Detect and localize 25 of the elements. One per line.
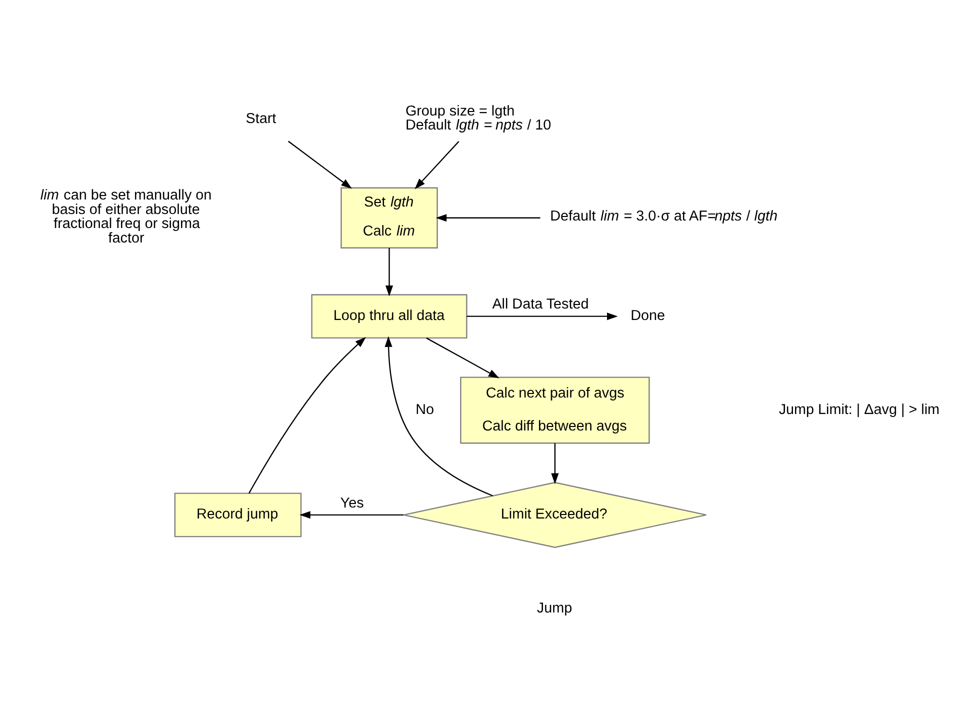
arrow xyxy=(435,214,540,222)
arrow xyxy=(466,312,618,320)
node-box: Loop thru all data xyxy=(310,294,467,339)
arrow xyxy=(550,443,558,484)
node-text: Default lim = 3.0·σ at AF=npts / lgth xyxy=(550,208,777,224)
node-box: Calc next pair of avgs Calc diff between avgs xyxy=(460,376,650,444)
edge-label: No xyxy=(415,402,434,418)
label: Jump Limit: | Δavg | > lim xyxy=(778,402,940,418)
arrow xyxy=(384,336,492,496)
node-box: Record jump xyxy=(174,492,302,538)
arrow xyxy=(414,141,459,190)
label: Jump xyxy=(536,600,572,616)
node-text: Group size = lgth Default lgth = npts / 10 xyxy=(404,103,551,134)
arrow xyxy=(248,337,366,494)
arrow xyxy=(299,511,403,519)
node-text: Done xyxy=(630,308,664,324)
edge-label: Yes xyxy=(340,495,364,512)
node-box: Set lgth Calc lim xyxy=(340,187,438,248)
edge-label: All Data Tested xyxy=(492,296,588,313)
arrow xyxy=(384,248,393,296)
arrow xyxy=(426,338,499,378)
node-diamond: Limit Exceeded? xyxy=(402,482,706,548)
label: lim can be set manually on basis of either absolute fractional freq or sigma factor xyxy=(40,187,212,247)
node-text: Start xyxy=(245,111,276,128)
arrow xyxy=(287,140,352,189)
